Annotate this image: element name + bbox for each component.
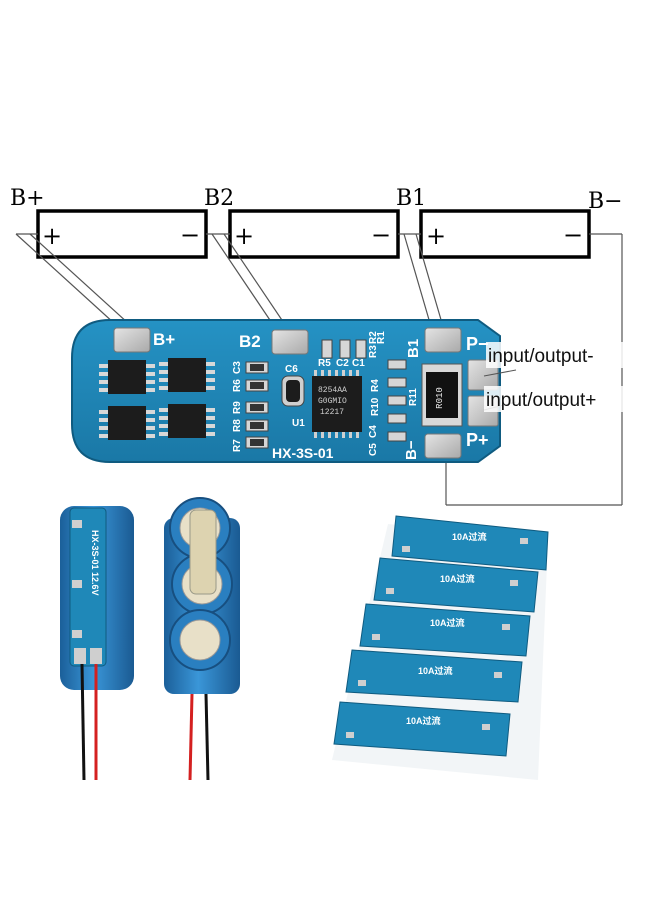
cell-2: [228, 209, 400, 259]
pack-side-board: [69, 507, 107, 667]
pad-label-b-plus: B+: [153, 330, 175, 349]
cell-2-plus: +: [234, 222, 254, 250]
cell-2-minus: −: [371, 221, 391, 249]
nickel-strip: [189, 509, 217, 595]
terminal-b-plus: B+: [10, 186, 45, 211]
label-c4: C4: [368, 425, 379, 438]
label-r5: R5: [318, 358, 331, 369]
pad-b1: [424, 327, 462, 353]
pad-b-plus: [113, 327, 151, 353]
label-u1: U1: [292, 418, 305, 429]
ic-marking-2: G0GMIO: [318, 397, 347, 406]
wiring: [15, 233, 623, 506]
pad-label-p-minus: P−: [466, 334, 489, 354]
controller-ic: 8254AA G0GMIO 12217: [312, 370, 362, 438]
photo-pack-side: HX-3S-01 12.6V: [60, 506, 134, 781]
label-r6: R6: [232, 379, 243, 392]
stack-text-2: 10A过流: [440, 573, 475, 584]
silkscreen-labels: R5 C2 C1 R3 R2 R1 R4 R10 R11 C5 C4 C6 U1…: [232, 331, 419, 456]
label-r8: R8: [232, 419, 243, 432]
resistor-code: R010: [435, 387, 445, 409]
cell-1: [36, 209, 208, 259]
label-r7: R7: [232, 439, 243, 452]
mosfet-chips: [99, 358, 215, 440]
terminal-b1: B1: [396, 186, 426, 211]
cell-3-minus: −: [563, 221, 583, 249]
label-r10: R10: [370, 397, 381, 416]
annotation-output-plus: input/output+: [486, 390, 596, 411]
stacked-board-2: 10A过流: [373, 557, 539, 613]
terminal-b2: B2: [204, 186, 234, 211]
label-r1: R1: [376, 331, 387, 344]
label-r9: R9: [232, 401, 243, 414]
cell-3-plus: +: [426, 222, 446, 250]
label-r4: R4: [370, 379, 381, 392]
stack-text-3: 10A过流: [430, 617, 465, 628]
stacked-board-5: 10A过流: [333, 701, 511, 757]
pad-label-p-plus: P+: [466, 430, 489, 450]
annotation-output-minus: input/output-: [488, 346, 594, 367]
side-board-text: HX-3S-01 12.6V: [90, 530, 100, 596]
stack-text-4: 10A过流: [418, 665, 453, 676]
output-annotations: input/output- input/output+: [483, 342, 636, 412]
label-r2: R2: [368, 331, 379, 344]
label-c6: C6: [285, 364, 298, 375]
label-c5: C5: [368, 443, 379, 456]
chip-pins: [99, 362, 215, 438]
stack-text-5: 10A过流: [406, 715, 441, 726]
label-c1: C1: [352, 358, 365, 369]
mosfet-4: [168, 404, 206, 438]
pad-label-b2: B2: [239, 332, 261, 351]
cell-1-plus: +: [42, 222, 62, 250]
label-c2: C2: [336, 358, 349, 369]
pad-label-b-minus: B−: [403, 440, 420, 460]
mosfet-3: [108, 406, 146, 440]
pad-b-minus: [424, 433, 462, 459]
passive-components: [245, 339, 407, 449]
photo-board-stack: 10A过流 10A过流 10A过流 10A过流 10A过流: [332, 515, 549, 780]
photo-pack-top: [164, 497, 240, 781]
black-wire: [80, 663, 86, 781]
mosfet-2: [168, 358, 206, 392]
cell-1-minus: −: [180, 221, 200, 249]
mosfet-1: [108, 360, 146, 394]
terminal-b-minus: B−: [588, 189, 623, 214]
stack-text-1: 10A过流: [452, 531, 487, 542]
label-r11: R11: [408, 388, 419, 406]
label-r3: R3: [368, 345, 379, 358]
board-model-label: HX-3S-01: [272, 445, 334, 461]
stacked-board-3: 10A过流: [359, 603, 531, 657]
label-c3: C3: [232, 361, 243, 374]
stacked-board-1: 10A过流: [391, 515, 549, 571]
protection-board: B+ B2 B1 P− P+ B−: [71, 319, 501, 463]
pad-label-b1: B1: [405, 339, 422, 358]
pad-b2: [271, 329, 309, 355]
stacked-board-4: 10A过流: [345, 649, 523, 703]
ic-marking-1: 8254AA: [318, 386, 347, 395]
shunt-resistor: R010: [421, 363, 463, 427]
battery-schematic: B+ B2 B1 B− + − + − + −: [10, 186, 623, 506]
ic-marking-3: 12217: [320, 408, 344, 417]
